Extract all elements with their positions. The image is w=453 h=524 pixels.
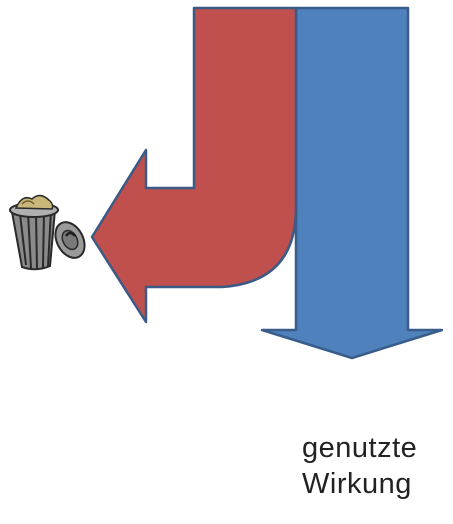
used-effect-label-line-1: genutzte — [302, 430, 452, 466]
used-effect-label-line-2: Wirkung — [302, 466, 452, 502]
used-effect-label: genutzte Wirkung — [302, 430, 452, 502]
loss-arrow — [92, 8, 296, 322]
trash-can-icon — [10, 195, 90, 269]
